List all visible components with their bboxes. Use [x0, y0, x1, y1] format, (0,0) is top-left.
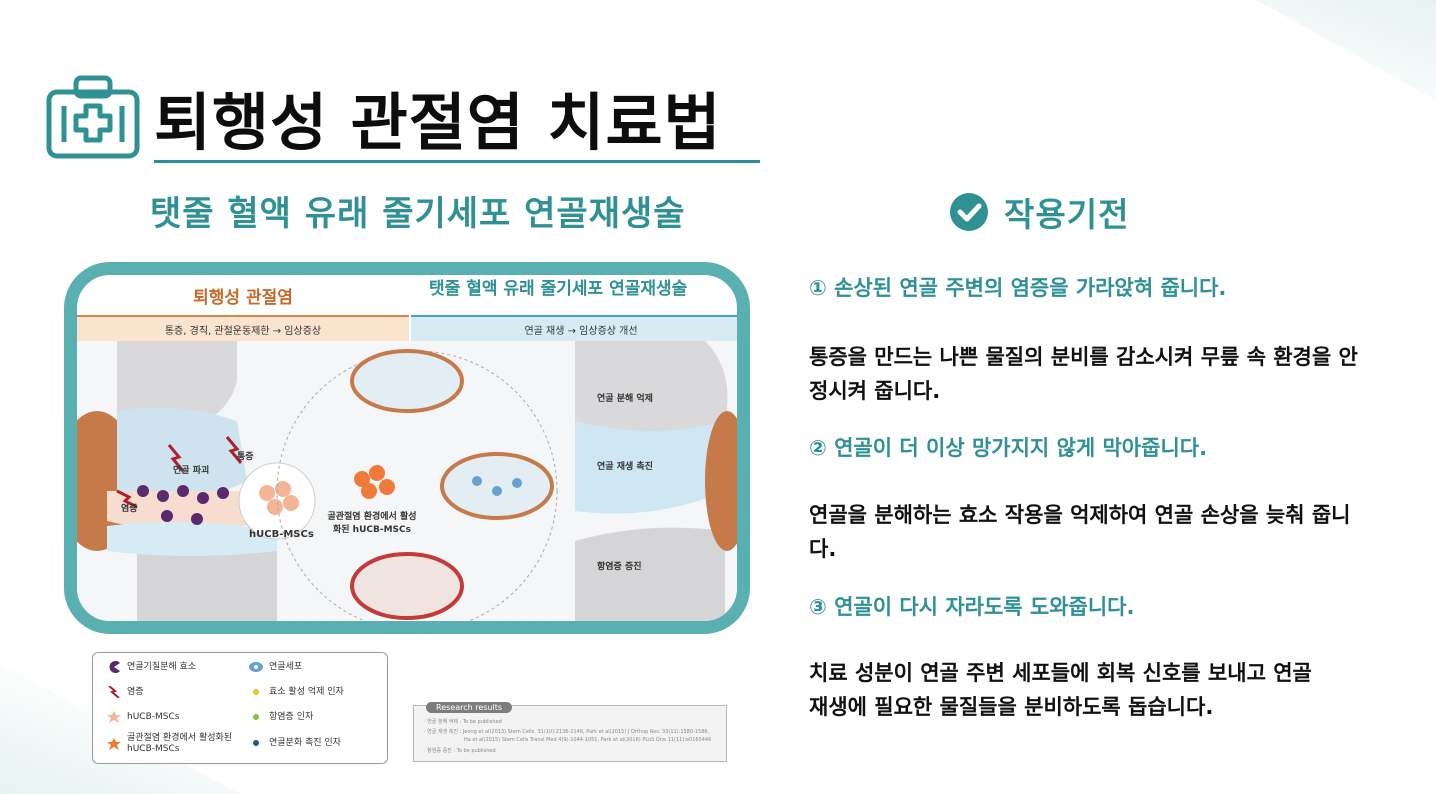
label-inflammation: 염증 — [121, 504, 138, 514]
peach-star-icon — [107, 711, 121, 723]
page-title: 퇴행성 관절염 치료법 — [154, 86, 722, 159]
title-underline — [154, 160, 760, 163]
mechanism-desc-2: 연골을 분해하는 효소 작용을 억제하여 연골 손상을 늦춰 줍니다. — [809, 503, 1351, 561]
legend-label: 연골세포 — [269, 661, 303, 672]
check-circle-icon — [950, 193, 988, 231]
orange-star-icon — [107, 738, 121, 750]
medical-kit-icon — [46, 74, 140, 160]
label-pain: 통증 — [237, 452, 254, 462]
legend-label: hUCB-MSCs — [127, 711, 180, 722]
purple-pacman-icon — [109, 661, 120, 673]
background-decoration — [1256, 0, 1436, 100]
mechanism-desc-3: 치료 성분이 연골 주변 세포들에 회복 신호를 보내고 연골 재생에 필요한 … — [809, 661, 1312, 719]
research-line: Ha et al(2015) Stem Cells Transl Med 4(9… — [464, 737, 712, 743]
mechanism-point-1: ① 손상된 연골 주변의 염증을 가라앉혀 줍니다. — [809, 276, 1227, 300]
label-hucb: hUCB-MSCs — [249, 529, 314, 540]
legend-item: 염증 — [107, 686, 144, 698]
title-row: 퇴행성 관절염 치료법 — [46, 74, 722, 160]
mechanism-point-2: ② 연골이 더 이상 망가지지 않게 막아줍니다. — [809, 436, 1208, 460]
legend-item: hUCB-MSCs — [107, 711, 179, 723]
research-results: Research results · 연골 분해 억제 : To be publ… — [413, 702, 727, 762]
legend-label: 항염증 인자 — [269, 711, 314, 722]
infographic-left-band: 통증, 경직, 관절운동제한 → 임상증상 — [77, 315, 409, 341]
yellow-dot-icon — [253, 689, 259, 695]
legend-item: 연골세포 — [249, 661, 302, 673]
knee-illustration: 연골 파괴 통증 염증 hUCB-MSCs 골관절염 환경에서 활성화된 hUC… — [77, 341, 737, 621]
legend-item: 연골분화 촉진 인자 — [249, 737, 341, 749]
legend-item: 효소 활성 억제 인자 — [249, 686, 344, 698]
mechanism-title: 작용기전 — [1004, 195, 1130, 234]
legend-label: 염증 — [127, 686, 144, 697]
navy-dot-icon — [253, 740, 259, 746]
legend-item: 항염증 인자 — [249, 711, 313, 723]
research-line: · 항염증 증진 : To be published — [424, 748, 496, 754]
blue-cell-icon — [249, 662, 263, 672]
legend-label: 효소 활성 억제 인자 — [269, 686, 344, 697]
mechanism-desc-1: 통증을 만드는 나쁜 물질의 분비를 감소시켜 무릎 속 환경을 안정시켜 줍니… — [809, 345, 1358, 403]
subtitle: 탯줄 혈액 유래 줄기세포 연골재생술 — [150, 194, 686, 234]
infographic-frame: 퇴행성 관절염 탯줄 혈액 유래 줄기세포 연골재생술 통증, 경직, 관절운동… — [64, 262, 750, 634]
label-promote: 연골 재생 촉진 — [597, 462, 653, 472]
green-dot-icon — [253, 714, 259, 720]
mechanism-point-3: ③ 연골이 다시 자라도록 도와줍니다. — [809, 595, 1135, 619]
legend-label: 연골분화 촉진 인자 — [269, 737, 341, 748]
label-suppress: 연골 분해 억제 — [597, 394, 653, 404]
legend: 연골기질분해 효소 염증 hUCB-MSCs 골관절염 환경에서 활성화된 hU… — [92, 652, 388, 764]
label-antiinflam: 항염증 증진 — [597, 562, 642, 572]
legend-item: 연골기질분해 효소 — [107, 661, 196, 673]
infographic-right-title: 탯줄 혈액 유래 줄기세포 연골재생술 — [429, 279, 688, 299]
infographic-left-title: 퇴행성 관절염 — [193, 287, 293, 308]
legend-label: 연골기질분해 효소 — [127, 661, 197, 672]
legend-label: 골관절염 환경에서 활성화된 hUCB-MSCs — [127, 733, 233, 754]
mechanism-heading: 작용기전 — [950, 188, 1129, 236]
infographic-right-band: 연골 재생 → 임상증상 개선 — [411, 315, 737, 341]
legend-item: 골관절염 환경에서 활성화된 hUCB-MSCs — [107, 733, 237, 755]
research-line: · 연골 분해 억제 : To be published — [424, 719, 502, 725]
research-line: · 연골 재생 촉진 : Jeong et al(2013) Stem Cell… — [424, 729, 710, 735]
red-bolt-icon — [108, 686, 120, 698]
label-destruction: 연골 파괴 — [173, 466, 210, 476]
research-tag: Research results — [426, 702, 513, 713]
label-activated: 골관절염 환경에서 활성화된 hUCB-MSCs — [327, 512, 417, 535]
